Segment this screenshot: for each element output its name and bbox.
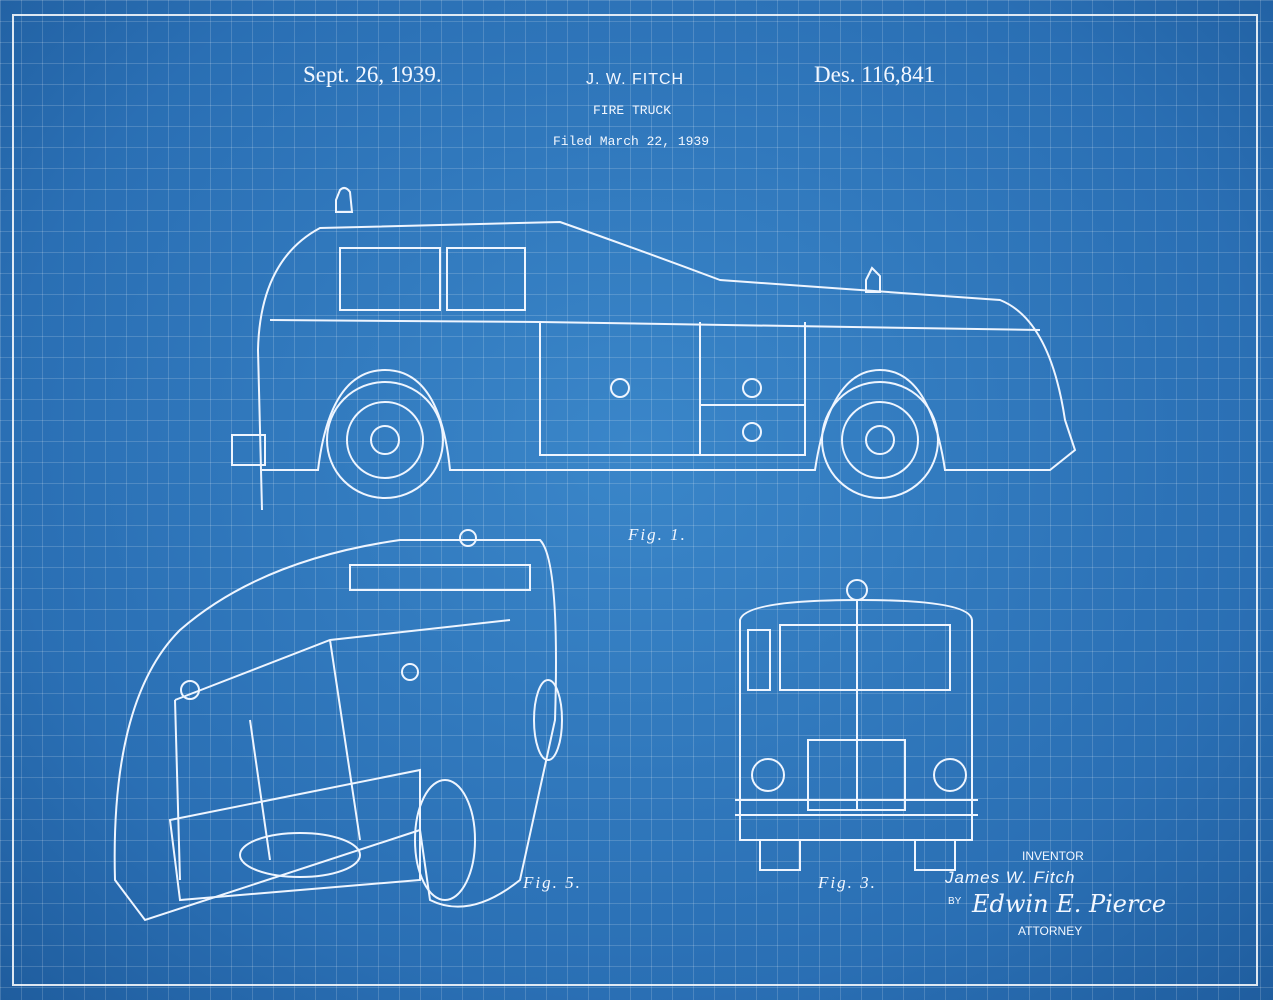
fig5-rear-perspective — [113, 529, 563, 922]
inventor-short: J. W. FITCH — [586, 71, 685, 88]
filed-date: Filed March 22, 1939 — [553, 134, 710, 149]
fig1-label: Fig. 1. — [628, 525, 687, 544]
patent-date: Sept. 26, 1939. — [303, 62, 442, 87]
frame-border — [12, 14, 1258, 986]
by-label: BY — [948, 896, 962, 907]
patent-number: Des. 116,841 — [814, 62, 936, 87]
fig3-label: Fig. 3. — [818, 873, 877, 892]
attorney-label: ATTORNEY — [1018, 924, 1083, 938]
fig5-label: Fig. 5. — [523, 873, 582, 892]
attorney-signature: Edwin E. Pierce — [972, 890, 1167, 918]
fig1-side-view — [231, 186, 1077, 511]
fig3-front-view — [735, 579, 978, 871]
inventor-label: INVENTOR — [1022, 849, 1084, 863]
inventor-name: James W. Fitch — [945, 868, 1076, 887]
patent-title: FIRE TRUCK — [593, 103, 672, 118]
